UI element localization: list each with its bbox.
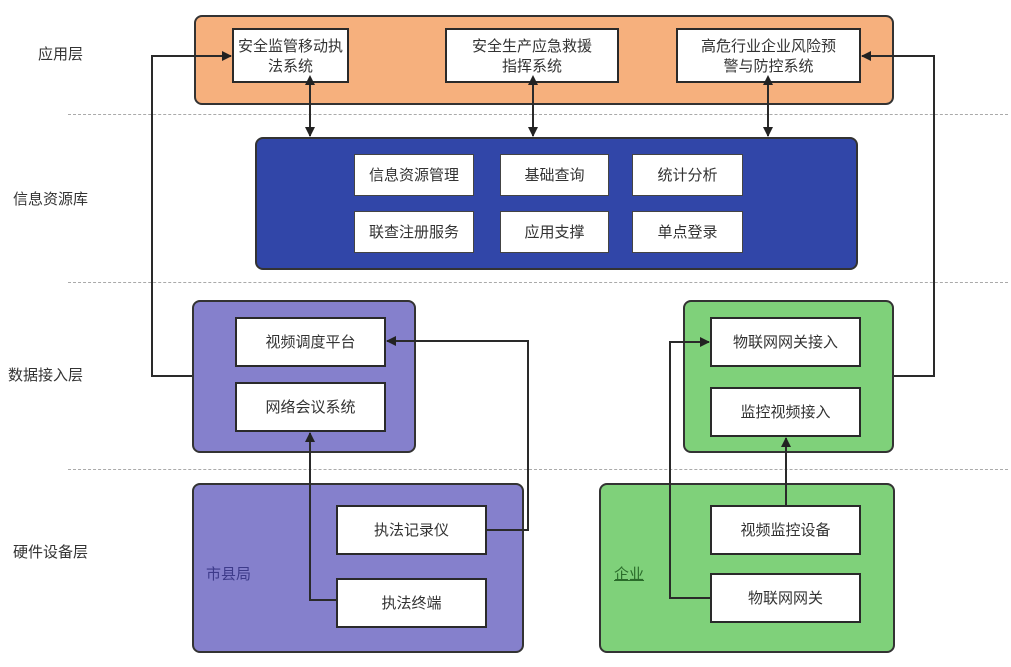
layer-divider bbox=[68, 114, 1008, 115]
module-joint-registration[interactable]: 联查注册服务 bbox=[354, 211, 474, 253]
video-surveillance-device[interactable]: 视频监控设备 bbox=[710, 505, 861, 555]
enterprise-caption: 企业 bbox=[614, 565, 645, 583]
module-info-resource-management[interactable]: 信息资源管理 bbox=[354, 154, 474, 196]
module-single-sign-on[interactable]: 单点登录 bbox=[632, 211, 743, 253]
surveillance-video-access[interactable]: 监控视频接入 bbox=[710, 387, 861, 437]
layer-label-data-access: 数据接入层 bbox=[8, 366, 84, 384]
module-app-support[interactable]: 应用支撑 bbox=[500, 211, 609, 253]
layer-divider bbox=[68, 282, 1008, 283]
layer-divider bbox=[68, 469, 1008, 470]
system-emergency-command[interactable]: 安全生产应急救援 指挥系统 bbox=[445, 28, 619, 83]
iot-gateway-access[interactable]: 物联网网关接入 bbox=[710, 317, 861, 367]
city-bureau-caption: 市县局 bbox=[206, 565, 252, 583]
video-dispatch-platform[interactable]: 视频调度平台 bbox=[235, 317, 386, 367]
iot-gateway[interactable]: 物联网网关 bbox=[710, 573, 861, 623]
module-basic-query[interactable]: 基础查询 bbox=[500, 154, 609, 196]
module-statistics[interactable]: 统计分析 bbox=[632, 154, 743, 196]
system-mobile-enforcement[interactable]: 安全监管移动执 法系统 bbox=[232, 28, 349, 83]
system-risk-warning[interactable]: 高危行业企业风险预 警与防控系统 bbox=[676, 28, 861, 83]
layer-label-application: 应用层 bbox=[38, 45, 84, 63]
layer-label-info-resource: 信息资源库 bbox=[13, 190, 89, 208]
law-enforcement-terminal[interactable]: 执法终端 bbox=[336, 578, 487, 628]
law-enforcement-recorder[interactable]: 执法记录仪 bbox=[336, 505, 487, 555]
network-meeting-system[interactable]: 网络会议系统 bbox=[235, 382, 386, 432]
layer-label-hardware: 硬件设备层 bbox=[13, 543, 89, 561]
